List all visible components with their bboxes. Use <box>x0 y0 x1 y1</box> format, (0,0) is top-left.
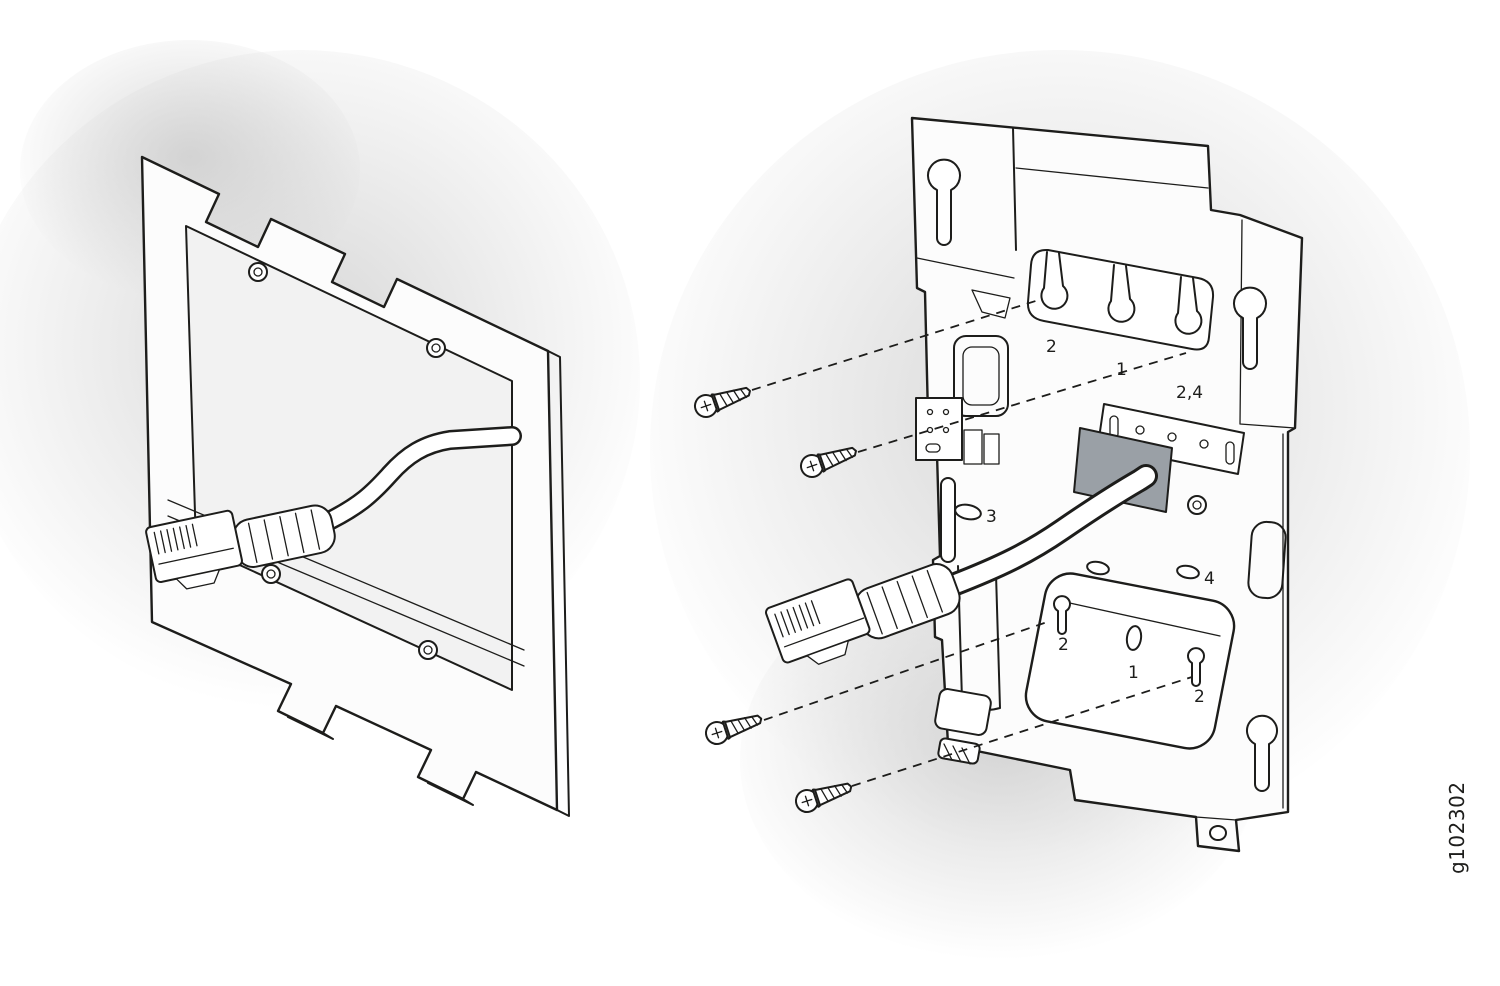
mounting-hole-bottom-middle <box>1125 625 1143 651</box>
top-fold-lines <box>1012 127 1017 251</box>
screw-boss-top-right <box>426 338 446 358</box>
top-lip-line <box>916 167 1209 279</box>
callout-bottom-right: 2 <box>1194 687 1205 707</box>
keyhole-slot-top-left <box>927 158 961 246</box>
screw-leader-line-4 <box>851 676 1193 787</box>
top-notch <box>971 289 1011 319</box>
screw-leader-line-1 <box>751 298 1043 391</box>
bar-bracket <box>1097 403 1245 475</box>
callout-top-middle: 1 <box>1116 360 1127 380</box>
screw-boss-top-left <box>248 262 268 282</box>
bottom-clip <box>934 688 992 736</box>
hook-tab-2 <box>1107 264 1136 323</box>
mounting-hole-bottom-left <box>1053 595 1071 635</box>
callout-mid-right: 4 <box>1204 569 1215 589</box>
callout-top-left: 2 <box>1046 337 1057 357</box>
callout-mid-left: 3 <box>986 507 997 527</box>
right-mounting-bracket: 2 1 2,4 3 4 2 1 2 <box>691 116 1304 853</box>
small-bracket-block-1 <box>963 429 983 465</box>
oval-slot-center <box>1086 560 1110 576</box>
bottom-tab <box>1195 816 1237 841</box>
screw-boss-bottom-right <box>418 640 438 660</box>
mounting-hole-bottom-right <box>1187 647 1205 687</box>
bottom-cutout <box>1024 572 1236 750</box>
rj45-connector-left <box>145 509 243 590</box>
left-ethernet-cable <box>145 426 522 590</box>
vertical-slot <box>940 477 956 563</box>
screw-leader-line-3 <box>763 620 1051 721</box>
left-wall-bracket <box>140 155 570 817</box>
keyhole-slot-top-right <box>1233 286 1267 370</box>
callout-bottom-left: 2 <box>1058 635 1069 655</box>
callout-top-right: 2,4 <box>1176 383 1203 403</box>
flange-fold-line <box>1239 219 1296 809</box>
oval-slot-4 <box>1176 564 1200 580</box>
retainer-clip <box>953 335 1009 417</box>
hook-tab-3 <box>1174 276 1203 335</box>
boss-hole <box>1187 495 1207 515</box>
small-bracket-block-2 <box>983 433 1000 465</box>
right-ethernet-cable <box>765 464 1158 665</box>
cable-pass-through <box>1073 427 1173 513</box>
keyhole-slot-bottom-right <box>1246 714 1278 792</box>
figure-id-label: g102302 <box>1445 781 1469 874</box>
oval-slot-3 <box>954 503 982 521</box>
screw-boss-bottom-left <box>261 564 281 584</box>
callout-bottom-middle: 1 <box>1128 663 1139 683</box>
plate-thickness-edges <box>287 350 570 817</box>
side-loop <box>1247 520 1287 600</box>
hook-tab-1 <box>1040 251 1069 310</box>
clip-plate <box>915 397 963 461</box>
rj45-connector-right <box>765 578 871 665</box>
